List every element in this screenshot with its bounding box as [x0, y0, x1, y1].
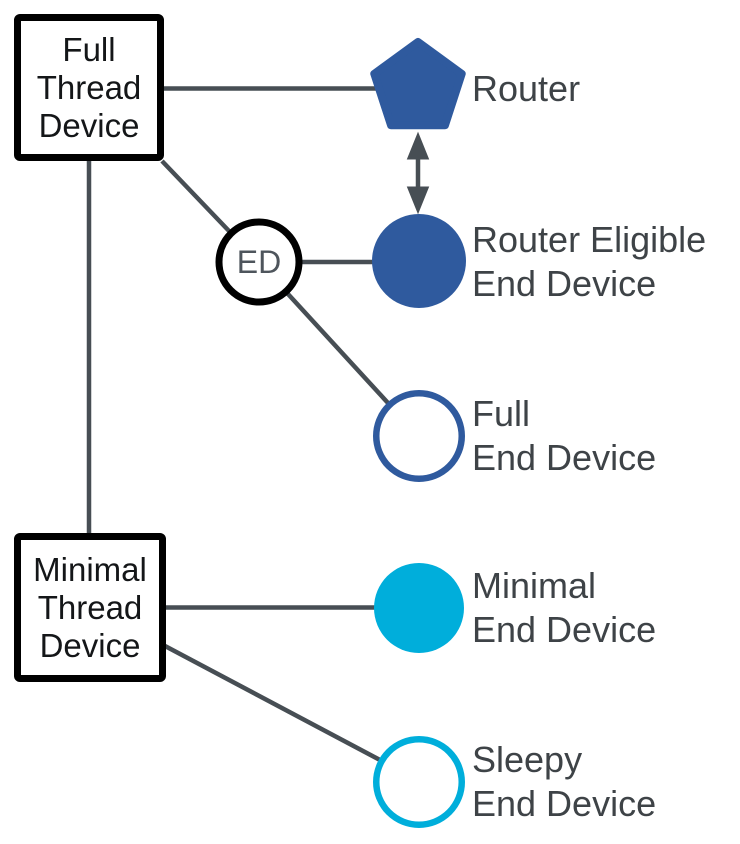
minimal-end-device-label-line1: Minimal [472, 565, 597, 606]
sleepy-end-device-label-line2: End Device [472, 783, 657, 824]
arrow-head-up [406, 131, 430, 160]
sleepy-end-device-circle-icon [373, 736, 465, 828]
full-thread-device-label-line2: Thread [36, 68, 142, 106]
arrow-head-down [406, 186, 430, 215]
sleepy-end-device-label-line1: Sleepy [472, 739, 583, 780]
line-ftd-to-ed [160, 159, 231, 233]
router-pentagon-icon [370, 38, 466, 130]
full-thread-device-label-line1: Full [62, 30, 116, 68]
router-eligible-end-device-label: Router Eligible End Device [472, 218, 706, 306]
full-thread-device-box: Full Thread Device [14, 14, 164, 161]
line-mtd-to-sed [163, 644, 382, 762]
connector-lines [86, 86, 390, 762]
minimal-end-device-label: Minimal End Device [472, 564, 656, 652]
router-eligible-end-device-label-line2: End Device [472, 263, 657, 304]
router-label: Router [472, 67, 580, 111]
router-eligible-end-device-label-line1: Router Eligible [472, 219, 707, 260]
sleepy-end-device-label: Sleepy End Device [472, 738, 656, 826]
bidirectional-arrow-icon [406, 131, 430, 215]
ed-badge-label: ED [236, 244, 282, 280]
full-end-device-label: Full End Device [472, 392, 656, 480]
minimal-end-device-circle-icon [374, 563, 464, 653]
line-ed-to-fed [286, 292, 390, 405]
minimal-thread-device-label-line2: Thread [37, 588, 143, 626]
minimal-thread-device-box: Minimal Thread Device [14, 533, 166, 682]
full-end-device-circle-icon [373, 390, 465, 482]
full-end-device-label-line2: End Device [472, 437, 657, 478]
minimal-thread-device-label-line3: Device [39, 626, 141, 664]
minimal-end-device-label-line2: End Device [472, 609, 657, 650]
ed-badge-circle-icon [215, 218, 303, 306]
router-eligible-end-device-circle-icon [372, 214, 466, 308]
full-end-device-label-line1: Full [472, 393, 531, 434]
router-label-text: Router [472, 68, 581, 109]
full-thread-device-label-line3: Device [38, 106, 140, 144]
minimal-thread-device-label-line1: Minimal [33, 550, 147, 588]
